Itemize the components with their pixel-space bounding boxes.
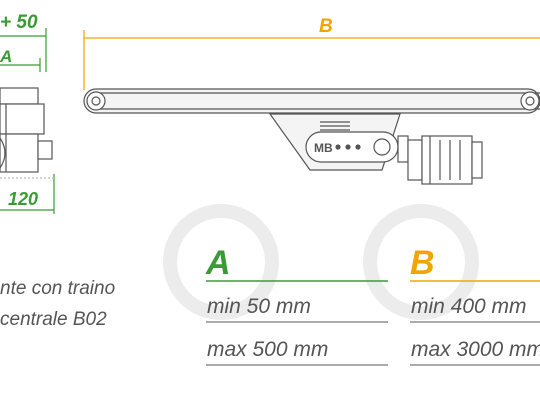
card-a-max: max 500 mm xyxy=(207,338,329,361)
side-view xyxy=(0,28,55,214)
card-b-letter: B xyxy=(410,244,435,282)
background-ring-b xyxy=(363,204,479,320)
drive-unit xyxy=(268,113,483,185)
dimension-a-label: A xyxy=(0,47,12,66)
card-a-min: min 50 mm xyxy=(207,295,311,318)
dimension-120: 120 xyxy=(8,189,38,209)
conveyor-belt xyxy=(83,30,540,114)
card-b-max: max 3000 mm xyxy=(411,338,540,361)
caption-line-1: nte con traino xyxy=(0,278,116,299)
dimension-plus-50: + 50 xyxy=(0,12,38,33)
card-b-min: min 400 mm xyxy=(411,295,527,318)
card-a-letter: A xyxy=(206,244,231,282)
mb-logo: MB xyxy=(314,141,333,155)
background-ring-a xyxy=(163,204,279,320)
dimension-b-label: B xyxy=(319,16,333,37)
caption-line-2: centrale B02 xyxy=(0,309,107,330)
